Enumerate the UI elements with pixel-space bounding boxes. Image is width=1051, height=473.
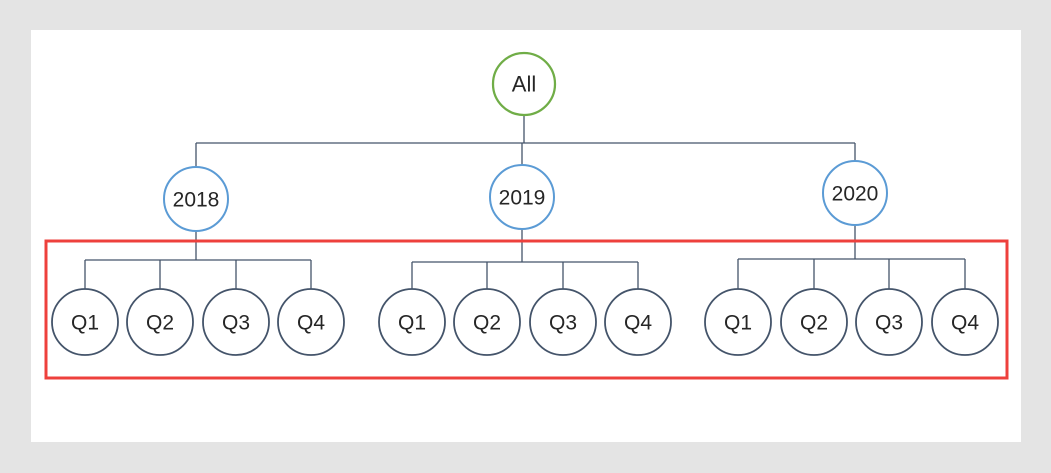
node-2018-q4-circle bbox=[277, 288, 345, 356]
node-2018-q3-circle bbox=[202, 288, 270, 356]
node-2020: 2020 bbox=[822, 160, 888, 226]
node-2019-q4-circle bbox=[604, 288, 672, 356]
node-2019-label: 2019 bbox=[499, 186, 546, 209]
node-2020-q1-circle bbox=[704, 288, 772, 356]
tree-connectors bbox=[84, 115, 966, 289]
node-2020-q2-label: Q2 bbox=[800, 311, 828, 334]
node-2020-q4: Q4 bbox=[931, 288, 999, 356]
node-2019-q2-label: Q2 bbox=[473, 311, 501, 334]
node-2019-q1: Q1 bbox=[378, 288, 446, 356]
node-2019-q1-circle bbox=[378, 288, 446, 356]
node-2019-q2: Q2 bbox=[453, 288, 521, 356]
node-all: All bbox=[491, 51, 557, 117]
node-2018-q1-label: Q1 bbox=[71, 311, 99, 334]
node-2020-label: 2020 bbox=[832, 182, 879, 205]
highlight-rect bbox=[44, 239, 1009, 380]
node-2020-q1-label: Q1 bbox=[724, 311, 752, 334]
node-2020-q1: Q1 bbox=[704, 288, 772, 356]
node-2020-q4-label: Q4 bbox=[951, 311, 979, 334]
node-2018-q1-circle bbox=[51, 288, 119, 356]
node-2020-q4-circle bbox=[931, 288, 999, 356]
node-2019-circle bbox=[489, 164, 555, 230]
node-2019-q3-label: Q3 bbox=[549, 311, 577, 334]
node-all-circle bbox=[491, 51, 557, 117]
node-2018-q2-label: Q2 bbox=[146, 311, 174, 334]
node-2018-q3: Q3 bbox=[202, 288, 270, 356]
node-2019-q4-label: Q4 bbox=[624, 311, 652, 334]
node-2019-q3-circle bbox=[529, 288, 597, 356]
node-2020-q3-label: Q3 bbox=[875, 311, 903, 334]
hierarchy-diagram: All 2018 2019 2020 Q1 Q2 Q3 bbox=[44, 51, 1009, 380]
node-2018-label: 2018 bbox=[173, 188, 220, 211]
node-all-label: All bbox=[512, 72, 536, 97]
node-2018-q3-label: Q3 bbox=[222, 311, 250, 334]
node-2018-q2-circle bbox=[126, 288, 194, 356]
node-2019: 2019 bbox=[489, 164, 555, 230]
node-2018-circle bbox=[163, 166, 229, 232]
node-2018-q4: Q4 bbox=[277, 288, 345, 356]
node-2020-q3-circle bbox=[855, 288, 923, 356]
node-2019-q2-circle bbox=[453, 288, 521, 356]
node-2020-circle bbox=[822, 160, 888, 226]
diagram-card: All 2018 2019 2020 Q1 Q2 Q3 bbox=[31, 30, 1021, 442]
node-2019-q4: Q4 bbox=[604, 288, 672, 356]
node-2020-q3: Q3 bbox=[855, 288, 923, 356]
node-2018-q4-label: Q4 bbox=[297, 311, 325, 334]
node-2018-q2: Q2 bbox=[126, 288, 194, 356]
node-2018: 2018 bbox=[163, 166, 229, 232]
node-2018-q1: Q1 bbox=[51, 288, 119, 356]
node-2019-q1-label: Q1 bbox=[398, 311, 426, 334]
node-2019-q3: Q3 bbox=[529, 288, 597, 356]
node-2020-q2: Q2 bbox=[780, 288, 848, 356]
node-2020-q2-circle bbox=[780, 288, 848, 356]
